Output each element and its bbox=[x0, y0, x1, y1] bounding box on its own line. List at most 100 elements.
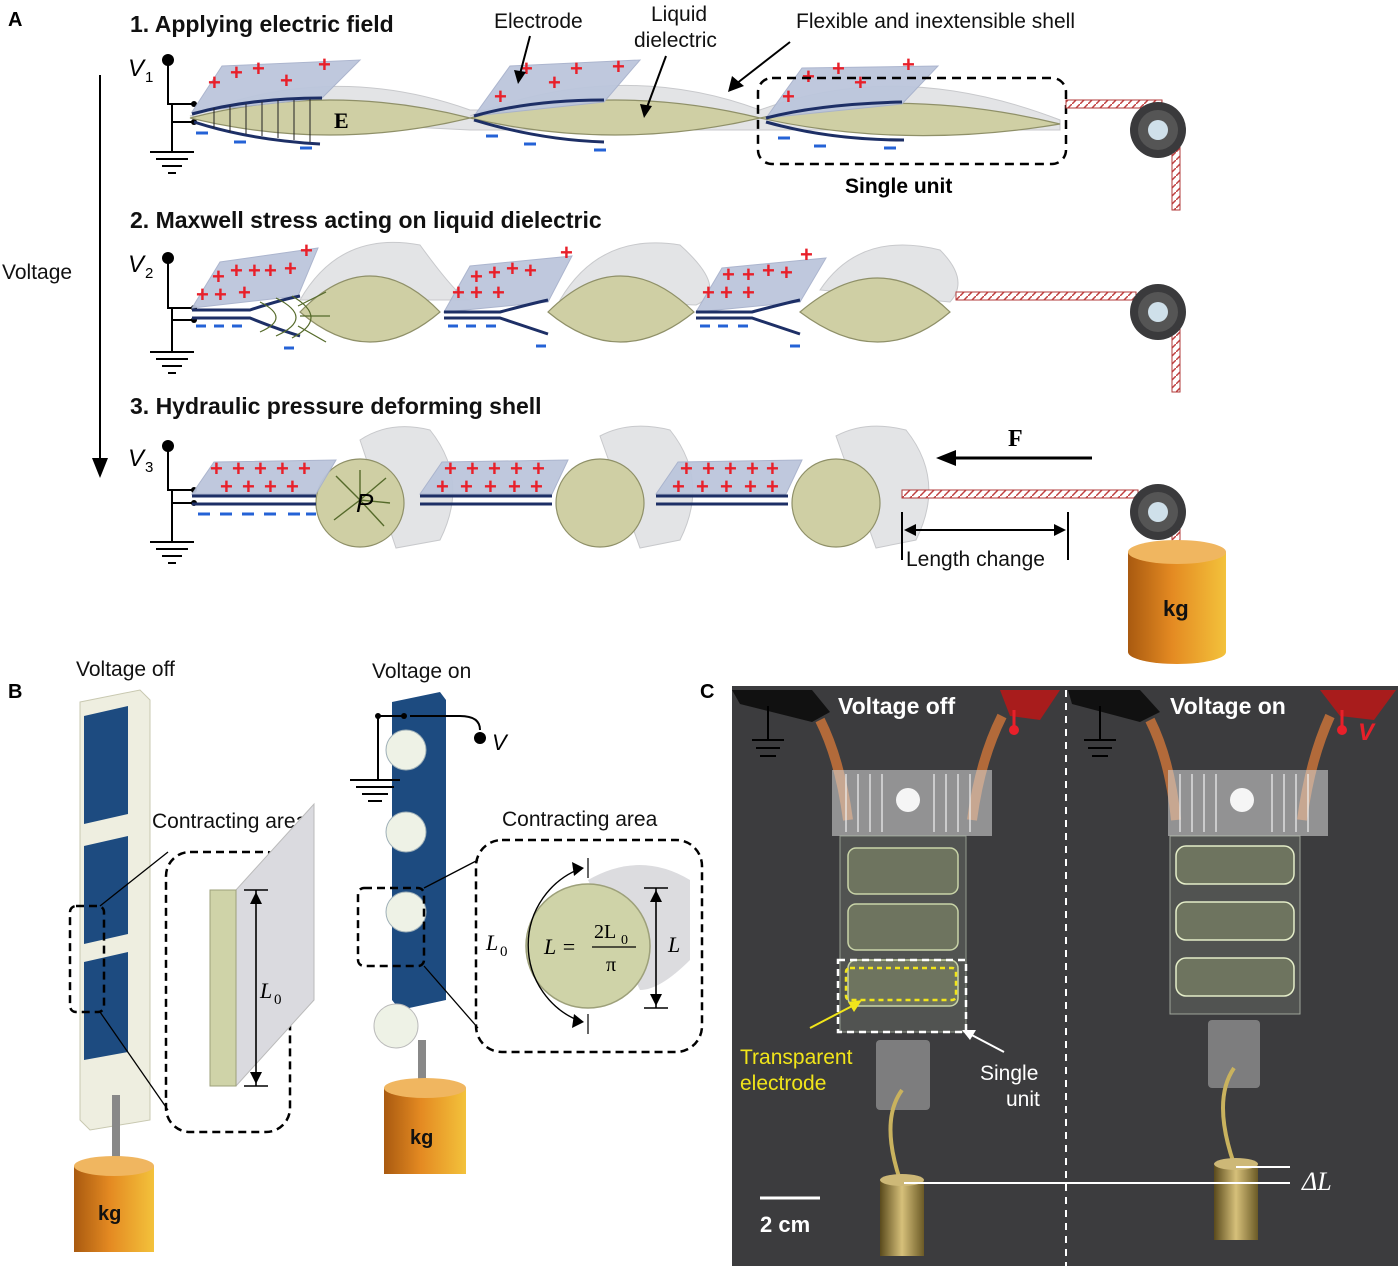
svg-text:+: + bbox=[488, 456, 501, 481]
svg-text:+: + bbox=[286, 474, 299, 499]
svg-text:+: + bbox=[612, 54, 625, 79]
panel-label-a: A bbox=[8, 9, 22, 31]
pressure-label: P bbox=[356, 488, 374, 518]
single-unit-box: Single unit bbox=[756, 76, 1068, 198]
svg-text:+: + bbox=[494, 84, 507, 109]
step-3-title: 3. Hydraulic pressure deforming shell bbox=[130, 393, 542, 419]
shell-callout: Flexible and inextensible shell bbox=[796, 10, 1075, 33]
svg-text:+: + bbox=[724, 456, 737, 481]
svg-text:+: + bbox=[854, 70, 867, 95]
voltage-on-label-b: Voltage on bbox=[372, 660, 471, 683]
svg-text:+: + bbox=[242, 474, 255, 499]
svg-text:+: + bbox=[524, 258, 537, 283]
transparent-electrode-box bbox=[844, 966, 958, 1002]
weight-b-off: kg bbox=[74, 1156, 154, 1252]
voltage-label-1: V 1 bbox=[128, 55, 153, 86]
svg-text:+: + bbox=[488, 260, 501, 285]
field-label-e: E bbox=[334, 108, 349, 133]
svg-text:+: + bbox=[702, 280, 715, 305]
svg-text:V: V bbox=[128, 55, 146, 82]
svg-text:+: + bbox=[530, 474, 543, 499]
svg-text:+: + bbox=[506, 256, 519, 281]
voltage-on-label-c: Voltage on bbox=[1170, 693, 1286, 719]
svg-text:+: + bbox=[766, 456, 779, 481]
svg-text:0: 0 bbox=[274, 992, 282, 1008]
callouts-row-1: Electrode Liquid dielectric Flexible and… bbox=[494, 3, 1075, 118]
svg-text:+: + bbox=[766, 474, 779, 499]
svg-text:+: + bbox=[264, 474, 277, 499]
contracting-area-off: Contracting area L 0 bbox=[152, 802, 315, 1134]
electrode-callout: Electrode bbox=[494, 10, 583, 33]
svg-text:+: + bbox=[214, 282, 227, 307]
voltage-label-3: V 3 bbox=[128, 445, 153, 476]
voltage-label-2: V 2 bbox=[128, 251, 153, 282]
svg-text:+: + bbox=[902, 52, 915, 77]
svg-text:kg: kg bbox=[1163, 596, 1189, 621]
svg-text:+: + bbox=[276, 456, 289, 481]
svg-text:L: L bbox=[485, 930, 498, 955]
liquid-callout-line1: Liquid bbox=[651, 3, 707, 26]
voltage-axis: Voltage bbox=[0, 75, 108, 478]
single-unit-box-c bbox=[836, 958, 968, 1034]
svg-text:+: + bbox=[802, 64, 815, 89]
voltage-off-label-c: Voltage off bbox=[838, 693, 955, 719]
svg-text:Transparent: Transparent bbox=[740, 1046, 853, 1069]
svg-text:+: + bbox=[508, 474, 521, 499]
step-1-title: 1. Applying electric field bbox=[130, 11, 394, 37]
svg-text:Contracting area: Contracting area bbox=[502, 808, 658, 831]
transparent-electrode-callout: Transparent electrode bbox=[740, 1000, 862, 1095]
svg-text:F: F bbox=[1008, 426, 1023, 452]
zoom-box-off bbox=[68, 904, 106, 1014]
svg-text:V: V bbox=[128, 251, 146, 278]
length-change-label: Length change bbox=[906, 548, 1045, 571]
svg-text:3: 3 bbox=[145, 459, 153, 476]
weight-a: kg bbox=[1128, 540, 1226, 664]
svg-text:+: + bbox=[832, 56, 845, 81]
svg-text:+: + bbox=[318, 52, 331, 77]
svg-text:+: + bbox=[444, 456, 457, 481]
svg-text:+: + bbox=[196, 282, 209, 307]
contracting-area-on: Contracting area L 0 L = 2L 0 π L bbox=[474, 808, 704, 1054]
svg-text:+: + bbox=[460, 474, 473, 499]
svg-text:Single: Single bbox=[980, 1062, 1038, 1085]
svg-text:ΔL: ΔL bbox=[1301, 1167, 1332, 1196]
svg-text:+: + bbox=[720, 474, 733, 499]
svg-text:+: + bbox=[470, 264, 483, 289]
actuator-off-3d bbox=[79, 689, 151, 1165]
svg-text:L =: L = bbox=[543, 934, 576, 959]
svg-text:kg: kg bbox=[410, 1127, 433, 1149]
svg-text:+: + bbox=[484, 474, 497, 499]
svg-text:L: L bbox=[259, 978, 272, 1003]
svg-text:1: 1 bbox=[145, 69, 153, 86]
voltage-axis-label: Voltage bbox=[2, 261, 72, 284]
svg-text:+: + bbox=[492, 280, 505, 305]
circuit-row-2 bbox=[150, 252, 197, 374]
panel-c: C Voltage off Voltage on V bbox=[700, 681, 1398, 1266]
svg-text:+: + bbox=[452, 280, 465, 305]
svg-text:2: 2 bbox=[145, 265, 153, 282]
svg-text:+: + bbox=[208, 70, 221, 95]
svg-text:+: + bbox=[284, 256, 297, 281]
panel-b: B Voltage off Voltage on Contracting are… bbox=[8, 658, 704, 1252]
svg-text:+: + bbox=[532, 456, 545, 481]
scale-bar: 2 cm bbox=[760, 1196, 820, 1237]
panel-a: A Voltage 1. Applying electric field 2. … bbox=[0, 3, 1226, 664]
svg-text:2 cm: 2 cm bbox=[760, 1212, 810, 1237]
svg-text:+: + bbox=[470, 280, 483, 305]
panel-label-c: C bbox=[700, 681, 714, 703]
svg-text:+: + bbox=[672, 474, 685, 499]
voltage-v-label-c: V bbox=[1358, 719, 1376, 746]
row-2-actuator bbox=[191, 241, 1186, 393]
pulley-row-3: Length change bbox=[901, 484, 1186, 571]
step-2-title: 2. Maxwell stress acting on liquid diele… bbox=[130, 207, 602, 233]
svg-text:π: π bbox=[606, 954, 616, 976]
svg-text:+: + bbox=[800, 242, 813, 267]
svg-text:+: + bbox=[436, 474, 449, 499]
weight-b-on: kg bbox=[384, 1078, 466, 1174]
svg-text:+: + bbox=[744, 474, 757, 499]
svg-text:+: + bbox=[210, 456, 223, 481]
single-unit-callout-c: Single unit bbox=[962, 1030, 1040, 1111]
circuit-row-3 bbox=[150, 440, 197, 564]
zoom-box-on bbox=[356, 886, 426, 968]
